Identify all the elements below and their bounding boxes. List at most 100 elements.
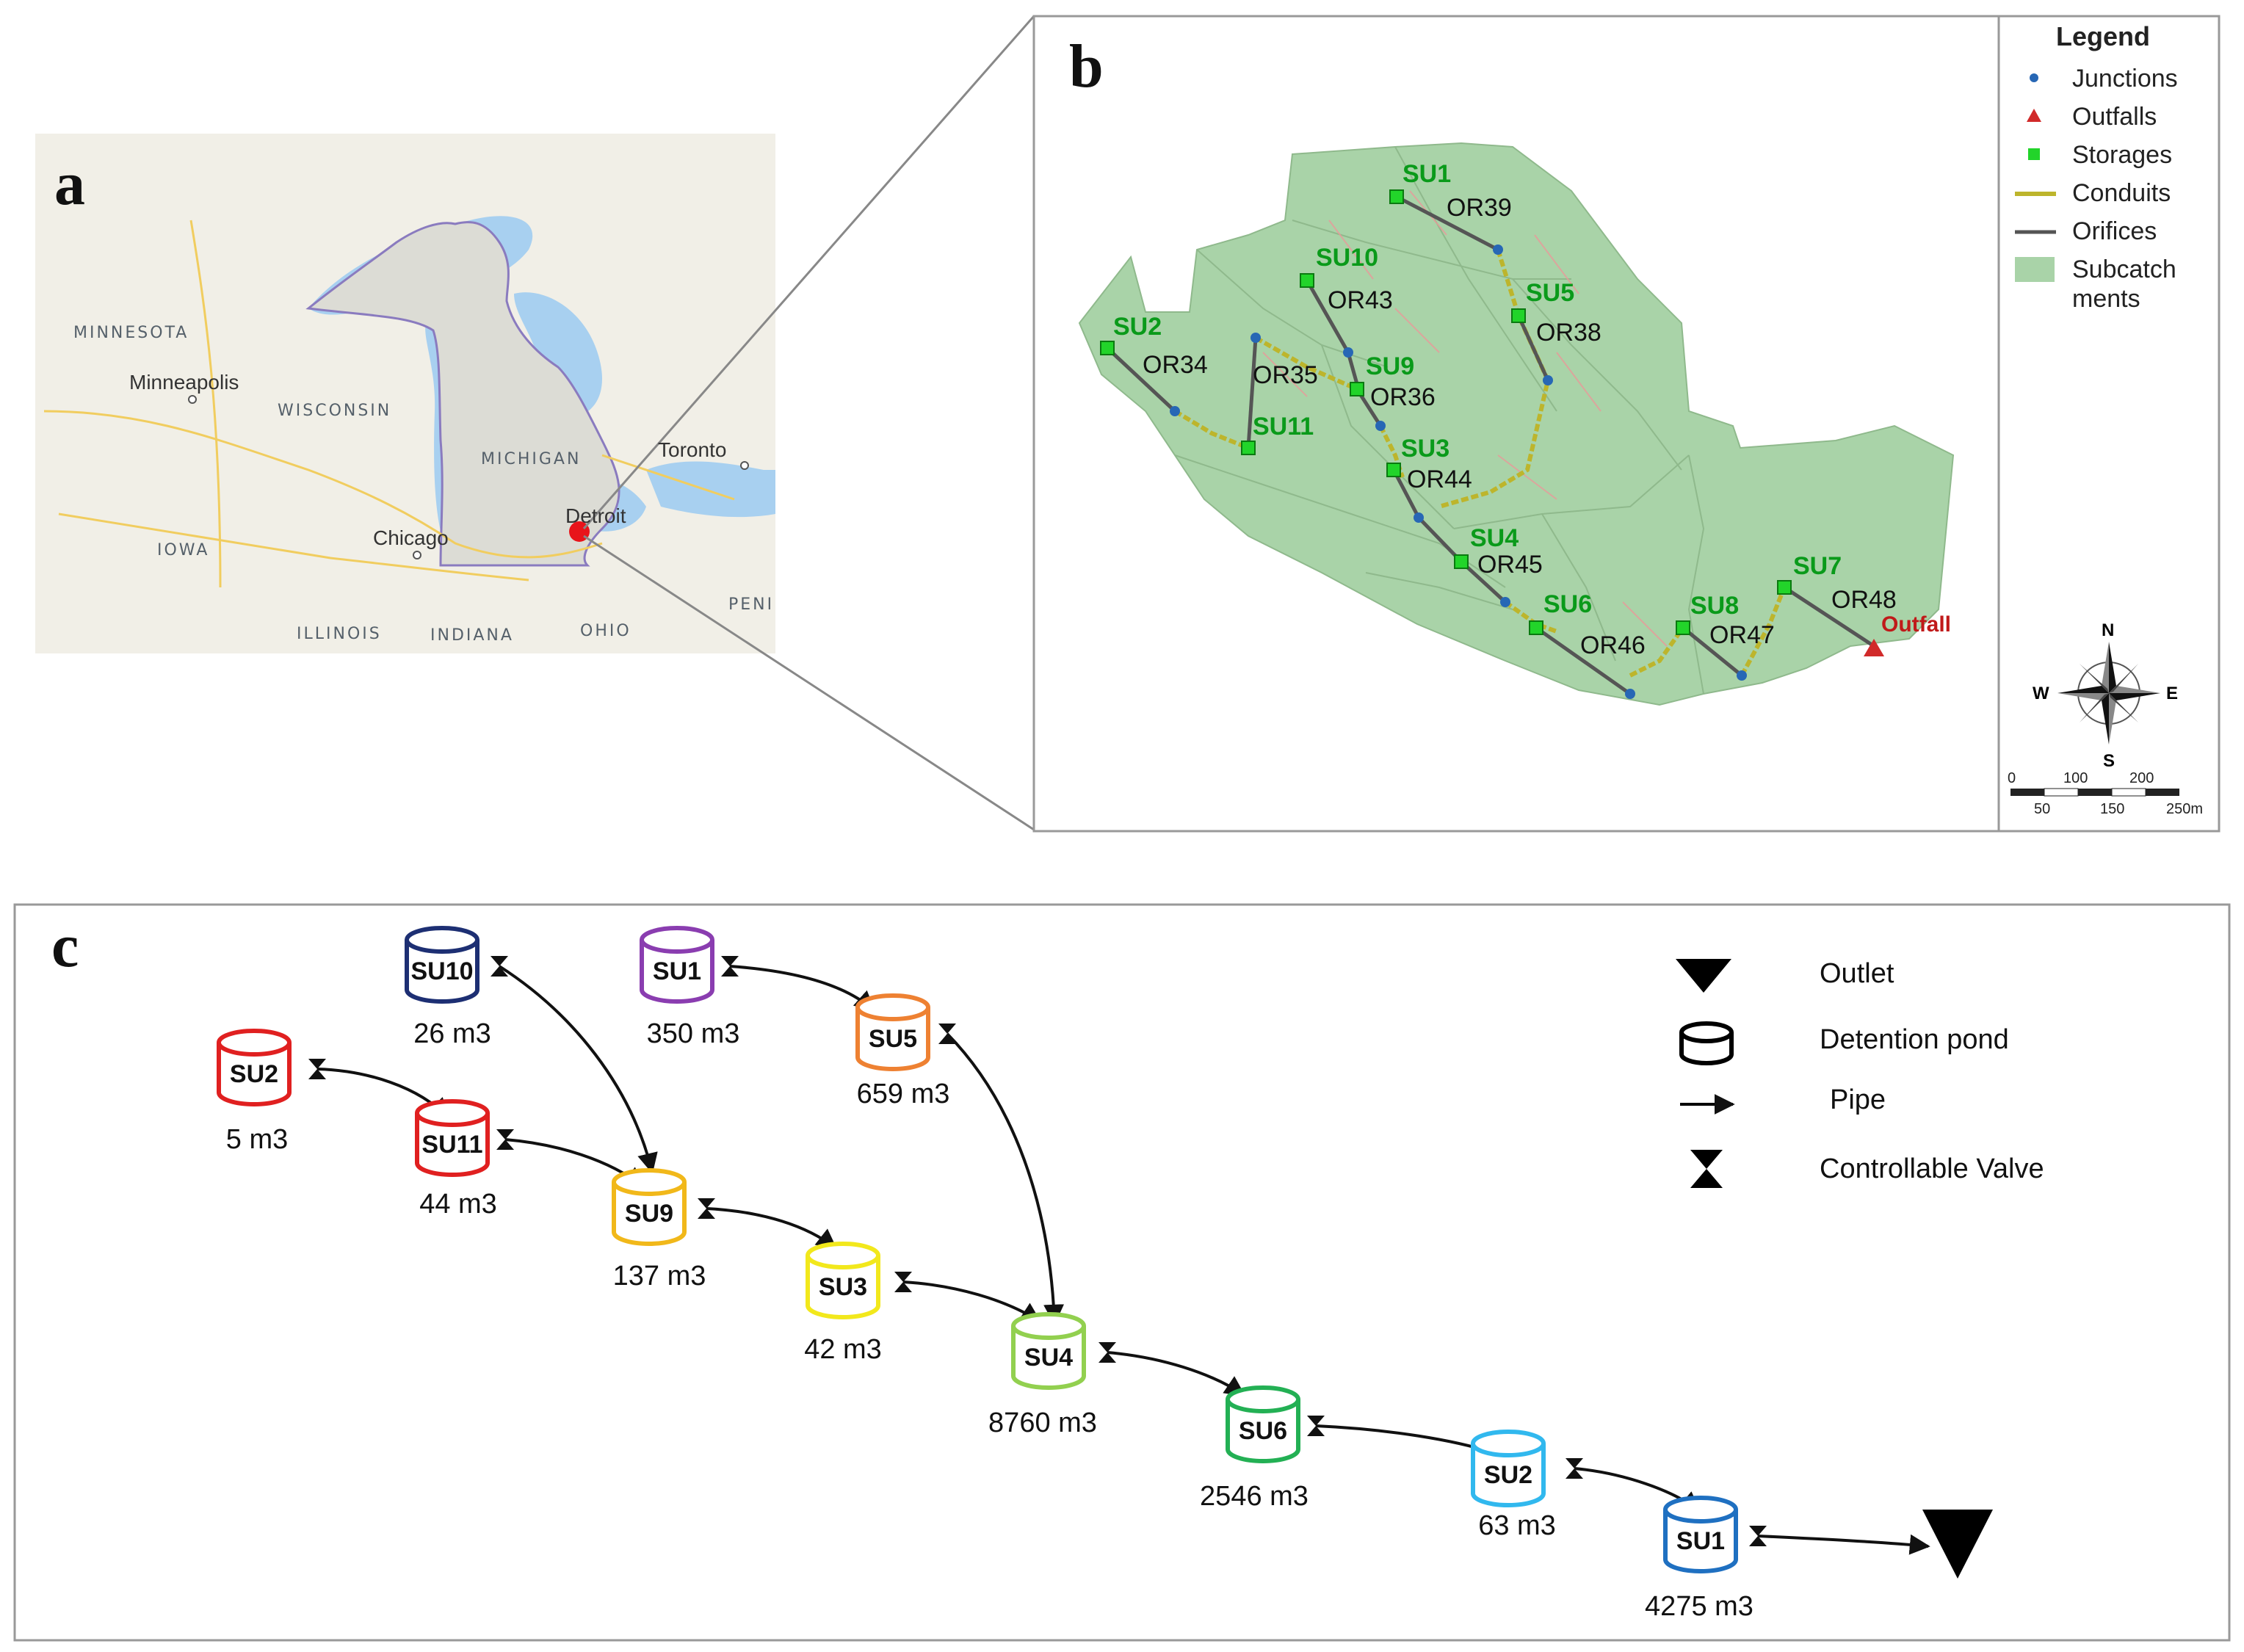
legend-controllable-valve: Controllable Valve: [1820, 1153, 2044, 1184]
legend-outfall-icon: [2027, 109, 2041, 122]
pond-volume: 5 m3: [226, 1124, 288, 1155]
legend-title: Legend: [2056, 21, 2150, 51]
pond-label: SU1: [653, 957, 701, 985]
or-label-or48: OR48: [1831, 586, 1897, 614]
subcatchment-area: [1078, 142, 1955, 706]
legend-subcatchment-icon: [2015, 257, 2055, 282]
legend-storage-icon: [2028, 148, 2040, 160]
city-label-toronto: Toronto: [658, 438, 726, 461]
city-label-minneapolis: Minneapolis: [129, 371, 239, 394]
panel-c-schematic: c: [13, 903, 2231, 1642]
panel-a-letter: a: [54, 150, 85, 218]
outfall-label: Outfall: [1881, 612, 1951, 637]
pond-top: [612, 1168, 687, 1196]
pond-volume: 26 m3: [413, 1018, 491, 1049]
scale-150: 150: [2100, 801, 2124, 817]
state-label-minnesota: MINNESOTA: [73, 324, 189, 342]
pond-label: SU1: [1676, 1527, 1725, 1555]
pond-top: [1226, 1385, 1300, 1413]
pond-label: SU4: [1024, 1344, 1073, 1372]
su-label-su8: SU8: [1690, 592, 1739, 620]
su-label-su9: SU9: [1366, 352, 1414, 380]
legend-ments: ments: [2072, 285, 2140, 313]
su-label-su2: SU2: [1113, 313, 1162, 341]
legend-detention-pond: Detention pond: [1820, 1024, 2009, 1055]
legend-junction-icon: [2030, 73, 2038, 82]
panel-c-legend: Outlet Detention pond Pipe Controllable …: [1676, 958, 2044, 1188]
legend-conduits: Conduits: [2072, 179, 2171, 207]
or-label-or44: OR44: [1407, 465, 1472, 493]
state-label-ohio: OHIO: [580, 622, 631, 640]
valves: [308, 956, 1767, 1546]
legend-outfalls: Outfalls: [2072, 103, 2157, 131]
state-label-wisconsin: WISCONSIN: [278, 402, 391, 420]
legend-outlet: Outlet: [1820, 958, 1894, 989]
or-label-or36: OR36: [1370, 383, 1436, 411]
or-label-or45: OR45: [1477, 551, 1543, 579]
state-label-illinois: ILLINOIS: [297, 625, 382, 643]
su-label-su10: SU10: [1316, 244, 1378, 272]
scale-250m: 250m: [2166, 801, 2203, 817]
panel-c-letter: c: [51, 912, 79, 980]
su-label-su4: SU4: [1470, 524, 1519, 552]
pond-body: [217, 1043, 292, 1106]
junctions: [1170, 244, 1747, 699]
scale-0: 0: [2008, 770, 2016, 786]
legend-orifices: Orifices: [2072, 217, 2157, 245]
su-label-su7: SU7: [1793, 552, 1842, 580]
su-label-su6: SU6: [1543, 590, 1592, 618]
scale-bar: 0 100 200 50 150 250m: [2008, 770, 2203, 817]
legend-storages: Storages: [2072, 141, 2172, 169]
detention-pond-su1-10: SU1 4275 m3: [1645, 1496, 1753, 1622]
compass-n: N: [2102, 620, 2114, 640]
outlet-icon: [1922, 1510, 1993, 1579]
legend-outlet-icon: [1676, 959, 1731, 993]
state-label-iowa: IOWA: [157, 541, 209, 559]
pond-volume: 8760 m3: [988, 1408, 1097, 1438]
pond-body: [415, 1113, 490, 1177]
or-label-or34: OR34: [1143, 351, 1208, 379]
or-label-or47: OR47: [1709, 621, 1775, 649]
pond-body: [405, 940, 479, 1004]
pond-volume: 4275 m3: [1645, 1591, 1753, 1622]
legend-subcatch: Subcatch: [2072, 256, 2176, 283]
city-label-chicago: Chicago: [373, 526, 449, 549]
pond-top: [1663, 1496, 1738, 1524]
legend-valve-icon: [1690, 1150, 1723, 1188]
legend-detention-pond-icon: [1679, 1021, 1734, 1065]
or-label-or35: OR35: [1253, 361, 1318, 389]
pond-label: SU3: [819, 1273, 867, 1301]
legend-pipe: Pipe: [1830, 1084, 1886, 1115]
pond-body: [1011, 1326, 1086, 1390]
detention-pond-su4-7: SU4 8760 m3: [988, 1312, 1097, 1438]
pond-label: SU10: [410, 957, 473, 985]
pond-top: [1471, 1430, 1546, 1457]
or-label-or39: OR39: [1447, 194, 1512, 222]
or-label-or46: OR46: [1580, 631, 1646, 659]
compass-s: S: [2103, 751, 2115, 771]
scale-100: 100: [2063, 770, 2088, 786]
pond-top: [855, 993, 930, 1021]
panel-b-legend: Legend Junctions Outfalls Storages Condu…: [2015, 21, 2178, 313]
compass-w: W: [2033, 684, 2049, 703]
scale-50: 50: [2034, 801, 2050, 817]
pond-volume: 659 m3: [857, 1079, 950, 1109]
pond-top: [640, 926, 714, 954]
pond-label: SU6: [1239, 1417, 1287, 1445]
pond-label: SU11: [421, 1131, 482, 1159]
pond-top: [217, 1029, 292, 1057]
or-label-or43: OR43: [1328, 286, 1393, 314]
pond-body: [855, 1007, 930, 1071]
outfall-marker: [1864, 639, 1884, 656]
pond-volume: 137 m3: [613, 1261, 706, 1291]
pond-body: [612, 1182, 687, 1246]
pond-top: [1011, 1312, 1086, 1340]
